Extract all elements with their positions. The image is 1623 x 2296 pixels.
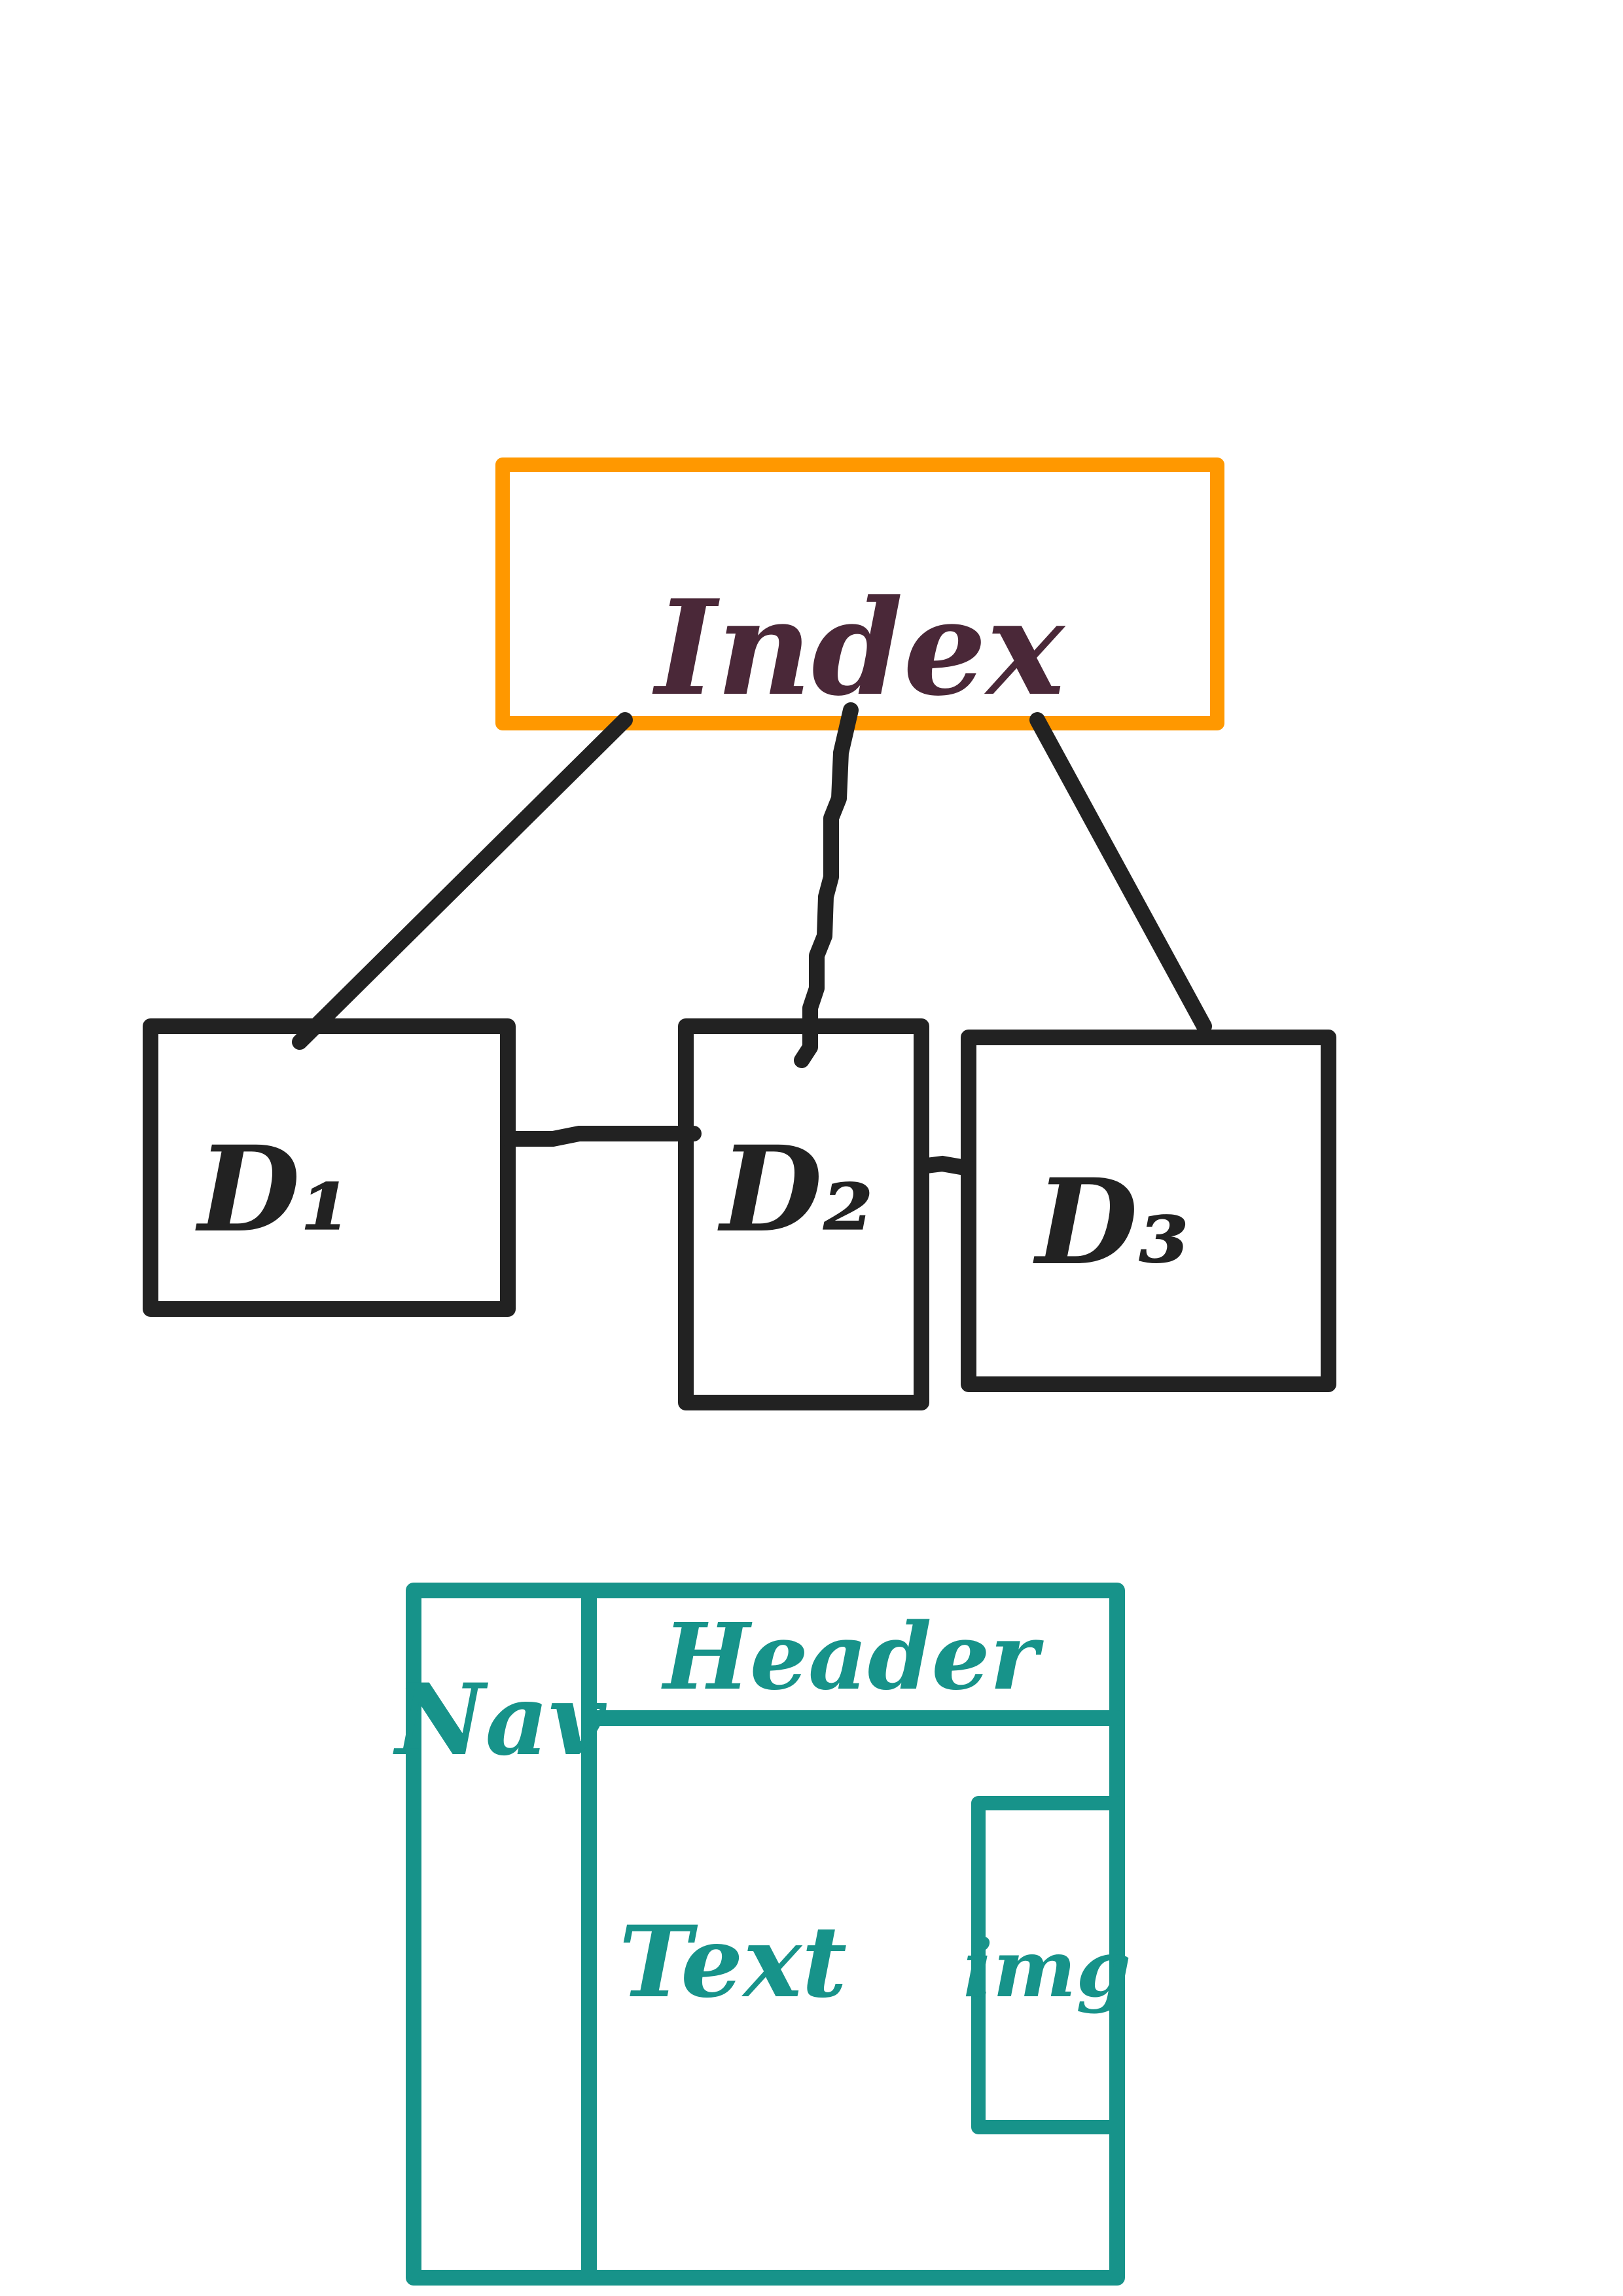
doc-d1-label: D₁ xyxy=(195,1121,352,1259)
edge-index-d1 xyxy=(292,712,633,1050)
edge-index-d2 xyxy=(794,702,859,1068)
index-box xyxy=(495,457,1224,730)
doc-d2-box xyxy=(678,1018,929,1410)
doc-d2-label: D₂ xyxy=(717,1121,874,1259)
doc-d3-label: D₃ xyxy=(1033,1153,1190,1291)
layout-image-box xyxy=(971,1796,1124,2134)
edge-index-d3 xyxy=(1029,712,1212,1034)
layout-nav-label: Nav xyxy=(393,1662,607,1778)
layout-header-label: Header xyxy=(661,1604,1044,1711)
doc-d3-box xyxy=(961,1030,1336,1392)
doc-d1-box xyxy=(143,1018,516,1317)
index-label: Index xyxy=(652,571,1066,725)
link-d1-d2 xyxy=(500,1126,702,1147)
link-d2-d3 xyxy=(914,1155,976,1176)
layout-content-label: Text xyxy=(619,1905,847,2020)
layout-image-label: img xyxy=(963,1923,1131,2015)
